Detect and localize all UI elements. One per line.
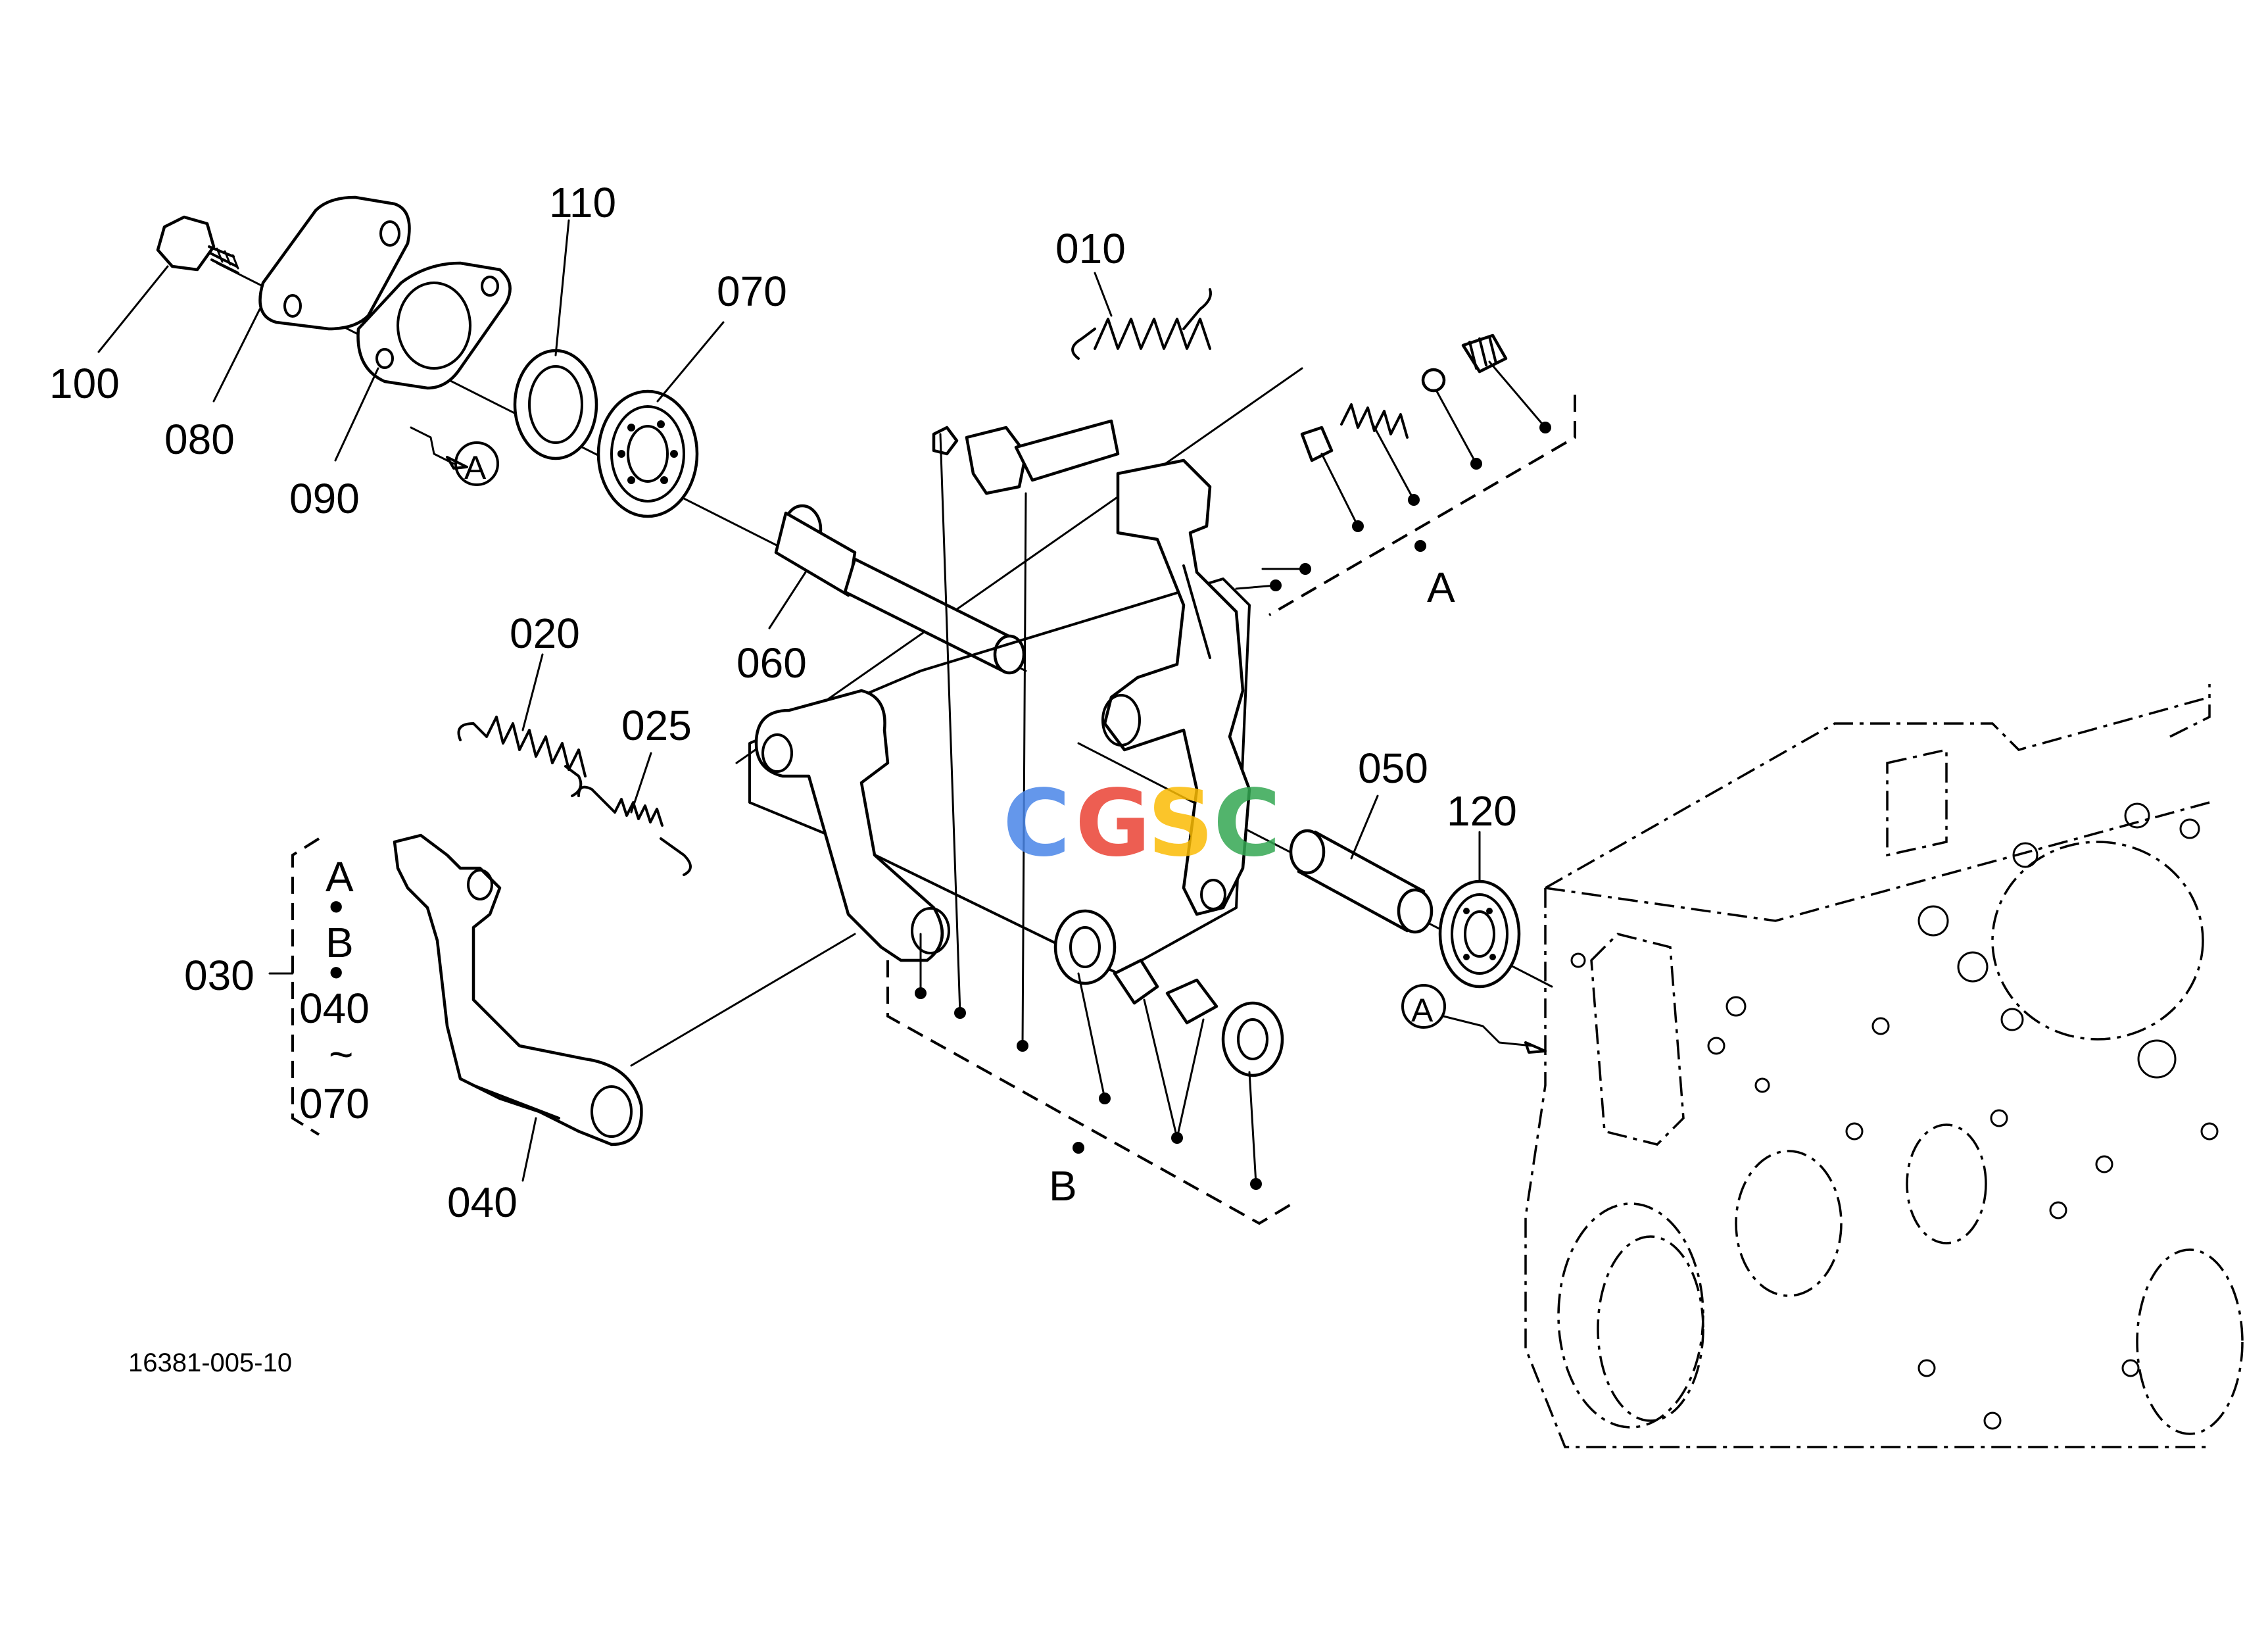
watermark-letter-3: S xyxy=(1147,770,1214,877)
bracket-tilde: ~ xyxy=(329,1031,353,1078)
label-020: 020 xyxy=(510,610,580,657)
spring-025 xyxy=(577,785,692,876)
seal-110 xyxy=(513,349,598,460)
bolt-100 xyxy=(156,215,239,274)
label-030: 030 xyxy=(184,952,254,999)
callout-a-right-text: A xyxy=(1411,992,1434,1029)
callout-a-left-text: A xyxy=(464,449,487,486)
bearing-070 xyxy=(596,389,699,518)
group-a-bracket xyxy=(1235,360,1576,616)
label-110: 110 xyxy=(549,179,616,226)
watermark-letter-4: C xyxy=(1213,770,1281,877)
watermark-letter-1: C xyxy=(1003,770,1071,877)
gasket-090 xyxy=(356,261,512,390)
part-labels: 100 080 090 110 070 010 060 020 025 030 … xyxy=(49,179,1517,1226)
group-labels: A B xyxy=(1049,564,1455,1210)
label-100: 100 xyxy=(49,360,120,407)
label-080: 080 xyxy=(164,416,235,463)
watermark: C G S C xyxy=(1003,770,1281,877)
group-b-label: B xyxy=(1049,1162,1077,1210)
spring-020 xyxy=(457,716,587,797)
governor-lever-assembly xyxy=(748,419,1284,1077)
bracket-line-b: B xyxy=(326,919,354,966)
label-050: 050 xyxy=(1358,745,1428,792)
shaft-060 xyxy=(774,504,1026,675)
watermark-letter-2: G xyxy=(1075,770,1151,877)
bracket-sep-1: • xyxy=(329,883,343,930)
kit-030-bracket xyxy=(268,837,320,1136)
label-120: 120 xyxy=(1447,787,1517,835)
bracket-line-070: 070 xyxy=(299,1080,370,1127)
label-025: 025 xyxy=(621,702,692,749)
label-070: 070 xyxy=(717,268,787,315)
group-b-bracket xyxy=(886,433,1293,1225)
bracket-line-a: A xyxy=(326,853,354,900)
kit-030-contents: A • B • 040 ~ 070 xyxy=(299,853,370,1127)
callout-a-right: A xyxy=(1401,984,1446,1029)
label-060: 060 xyxy=(736,639,807,687)
label-040: 040 xyxy=(447,1179,518,1226)
bracket-sep-2: • xyxy=(329,948,343,996)
label-090: 090 xyxy=(289,475,360,522)
spring-010 xyxy=(1071,288,1212,360)
drawing-number: 16381-005-10 xyxy=(128,1348,292,1377)
engine-block-outline xyxy=(1524,684,2244,1448)
callout-a-left: A xyxy=(454,441,499,486)
collar-050 xyxy=(1289,829,1434,934)
bracket-line-040: 040 xyxy=(299,985,370,1032)
group-a-label: A xyxy=(1427,564,1455,611)
label-010: 010 xyxy=(1055,225,1126,272)
group-a-parts xyxy=(1300,333,1508,462)
bearing-120 xyxy=(1438,879,1521,989)
cover-plate-080 xyxy=(258,195,411,331)
label-leaders xyxy=(97,219,1547,1182)
fork-lever-040 xyxy=(393,833,643,1146)
